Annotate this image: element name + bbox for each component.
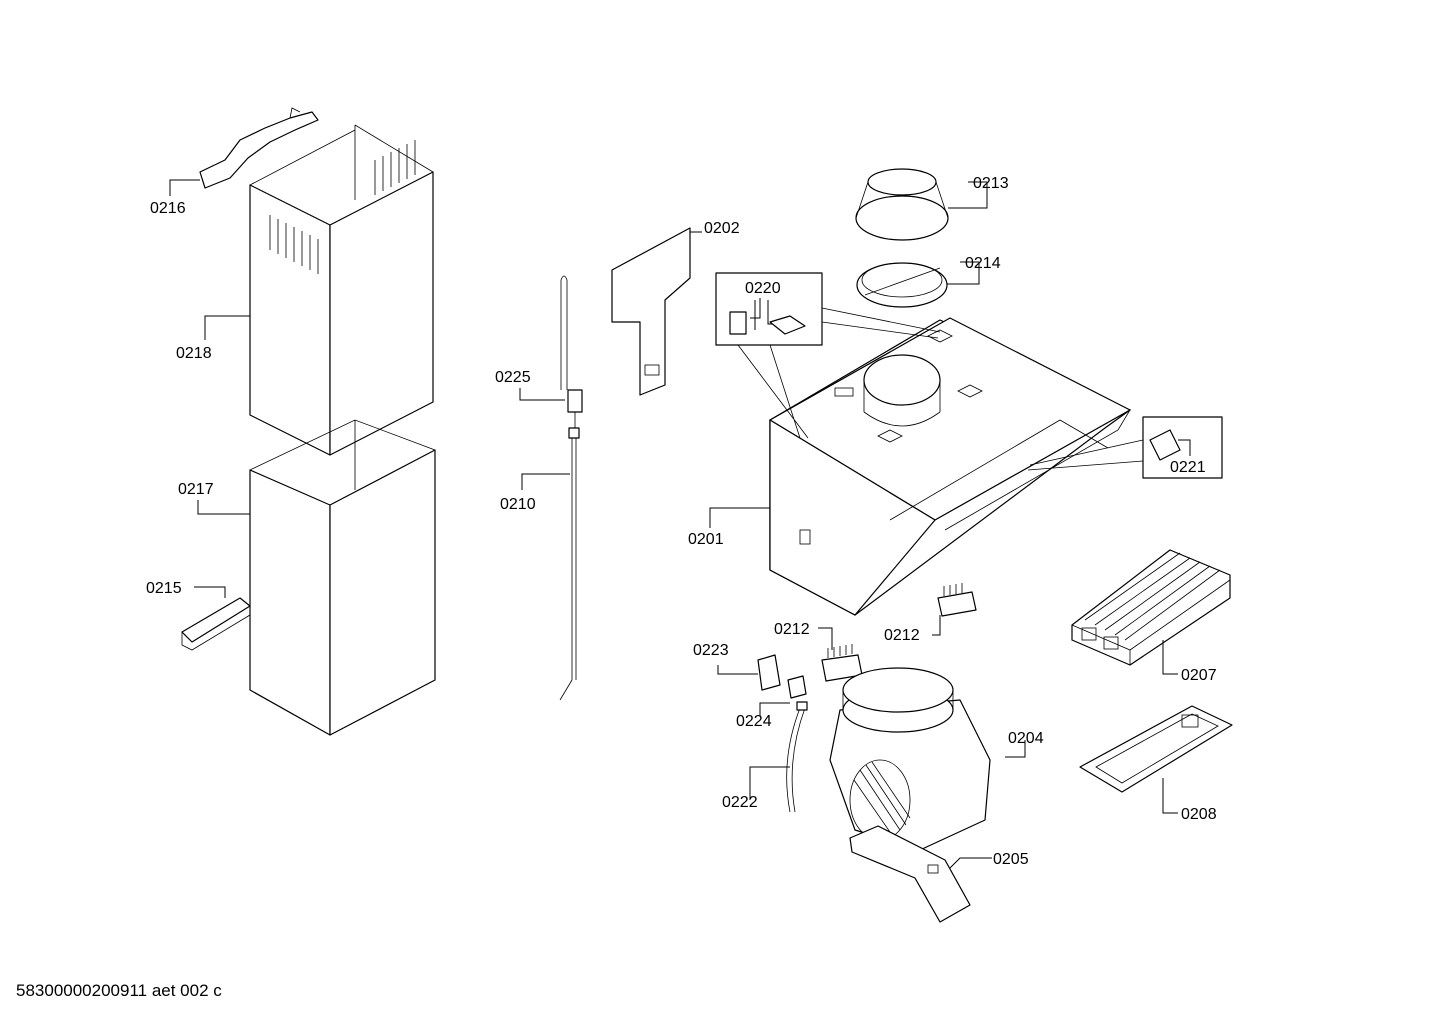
label-0207: 0207: [1181, 667, 1217, 684]
drawing-reference-number: 58300000200911 aet 002 c: [16, 981, 222, 1000]
label-0223: 0223: [693, 642, 729, 659]
part-0201-hood-body: [769, 317, 1132, 616]
part-0204-blower: [829, 667, 991, 851]
label-0217: 0217: [178, 481, 214, 498]
label-0212-a: 0212: [774, 621, 810, 638]
part-0218-upper-chimney: [249, 124, 434, 456]
part-0212-connectors: [821, 583, 977, 682]
part-0216-bracket: [199, 107, 319, 189]
part-0207-grease-filter: [1071, 549, 1231, 666]
part-0215-rail: [181, 597, 251, 651]
leader-lines: [169, 179, 1178, 869]
label-0202: 0202: [704, 220, 740, 237]
label-0222: 0222: [722, 794, 758, 811]
label-0215: 0215: [146, 580, 182, 597]
label-0201: 0201: [688, 531, 724, 548]
part-0202-plate: [611, 227, 691, 396]
label-0205: 0205: [993, 851, 1029, 868]
part-0220-callout: [715, 272, 941, 439]
part-0214-damper: [856, 262, 948, 308]
label-0221: 0221: [1170, 459, 1206, 476]
label-0213: 0213: [973, 175, 1009, 192]
part-0225-0210-sensor: [559, 275, 583, 701]
part-0223-0224-0222: [757, 654, 808, 813]
label-0224: 0224: [736, 713, 772, 730]
label-0216: 0216: [150, 200, 186, 217]
part-0208-carbon-filter: [1079, 705, 1233, 793]
part-0217-lower-chimney: [249, 419, 436, 736]
part-0205-bracket: [849, 825, 971, 923]
label-0212-b: 0212: [884, 627, 920, 644]
part-0213-ring: [855, 168, 949, 241]
label-0218: 0218: [176, 345, 212, 362]
label-0225: 0225: [495, 369, 531, 386]
label-0220: 0220: [745, 280, 781, 297]
label-0204: 0204: [1008, 730, 1044, 747]
label-0208: 0208: [1181, 806, 1217, 823]
label-0210: 0210: [500, 496, 536, 513]
label-0214: 0214: [965, 255, 1001, 272]
part-0221-callout: [1027, 416, 1223, 479]
